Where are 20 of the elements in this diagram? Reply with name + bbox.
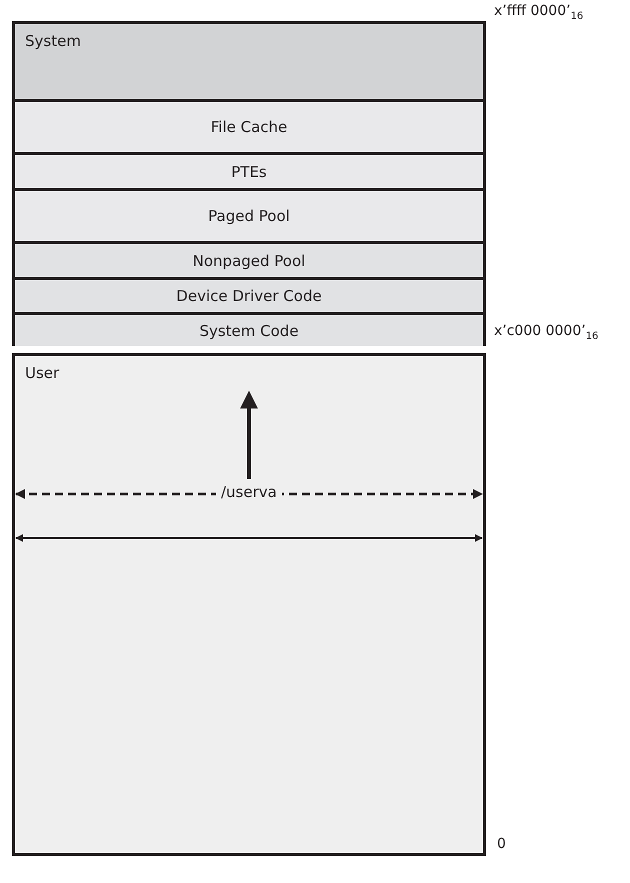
section-heading: User (25, 364, 60, 382)
address-label: x’c000 0000’$_{16}$ (494, 323, 598, 342)
region-label: Device Driver Code (176, 287, 322, 305)
address-label: x’ffff 0000’$_{16}$ (494, 3, 584, 22)
address-space-box (12, 21, 486, 346)
memory-region-box (15, 277, 483, 312)
region-label: Nonpaged Pool (192, 252, 306, 270)
memory-region-box (15, 152, 483, 188)
section-heading: System (25, 32, 81, 50)
memory-region-box (15, 312, 483, 346)
boundary-label: /userva (216, 483, 282, 501)
address-label: 0 (497, 836, 506, 852)
memory-region-box (15, 188, 483, 241)
memory-region-box (15, 241, 483, 277)
region-label: System Code (199, 322, 299, 340)
region-label: Paged Pool (208, 207, 290, 225)
address-space-box (12, 353, 486, 856)
memory-region-box (15, 99, 483, 152)
region-label: File Cache (210, 118, 288, 136)
region-label: PTEs (231, 162, 267, 180)
